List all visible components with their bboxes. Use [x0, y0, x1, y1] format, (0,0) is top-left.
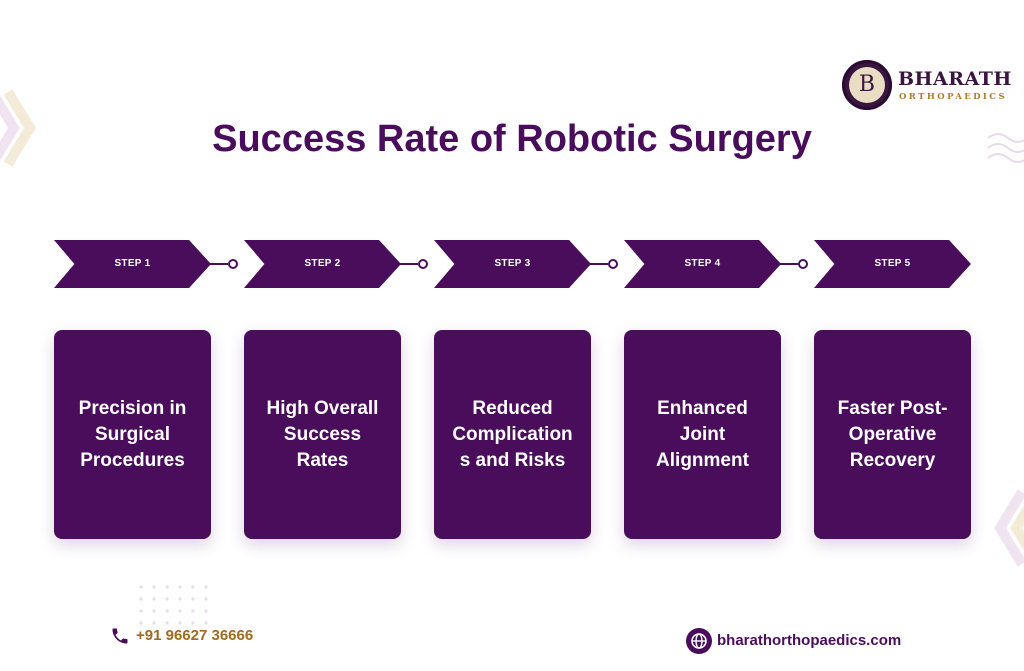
- step-label: STEP 4: [684, 258, 721, 269]
- step-card-text: Reduced Complication s and Risks: [452, 397, 573, 471]
- step-label: STEP 2: [304, 258, 341, 269]
- decorative-dot-grid: [139, 585, 208, 625]
- brand-name: BHARATH: [898, 68, 1012, 90]
- step-connector: [390, 259, 428, 269]
- step-arrow-3: STEP 3: [434, 240, 591, 288]
- decorative-waves-right: [987, 133, 1024, 163]
- step-card-text: Enhanced Joint Alignment: [656, 397, 749, 471]
- step-card-5: Faster Post- Operative Recovery: [814, 330, 971, 539]
- step-arrow-1: STEP 1: [54, 240, 211, 288]
- website-url[interactable]: bharathorthopaedics.com: [717, 632, 902, 649]
- step-card-3: Reduced Complication s and Risks: [434, 330, 591, 539]
- phone-icon: [112, 628, 128, 644]
- step-connector: [770, 259, 808, 269]
- step-label: STEP 1: [114, 258, 151, 269]
- step-connector: [200, 259, 238, 269]
- step-connector: [580, 259, 618, 269]
- decorative-chevrons-top-left: [0, 89, 36, 167]
- globe-icon: [691, 633, 707, 649]
- step-arrow-4: STEP 4: [624, 240, 781, 288]
- step-label: STEP 5: [874, 258, 911, 269]
- decorative-chevrons-bottom-right: [994, 489, 1024, 567]
- step-card-1: Precision in Surgical Procedures: [54, 330, 211, 539]
- step-label: STEP 3: [494, 258, 531, 269]
- brand-logo: B BHARATH ORTHOPAEDICS: [842, 60, 1017, 114]
- step-card-2: High Overall Success Rates: [244, 330, 401, 539]
- page-title: Success Rate of Robotic Surgery: [212, 118, 812, 160]
- step-card-text: Precision in Surgical Procedures: [78, 397, 187, 471]
- step-arrow-2: STEP 2: [244, 240, 401, 288]
- step-card-4: Enhanced Joint Alignment: [624, 330, 781, 539]
- globe-icon-badge: [686, 628, 712, 654]
- logo-initial: B: [849, 67, 885, 103]
- logo-emblem: B: [842, 60, 892, 110]
- phone-number[interactable]: +91 96627 36666: [136, 627, 254, 644]
- step-arrow-5: STEP 5: [814, 240, 971, 288]
- step-card-text: Faster Post- Operative Recovery: [837, 397, 948, 471]
- brand-subtitle: ORTHOPAEDICS: [899, 92, 1007, 102]
- step-card-text: High Overall Success Rates: [266, 397, 379, 471]
